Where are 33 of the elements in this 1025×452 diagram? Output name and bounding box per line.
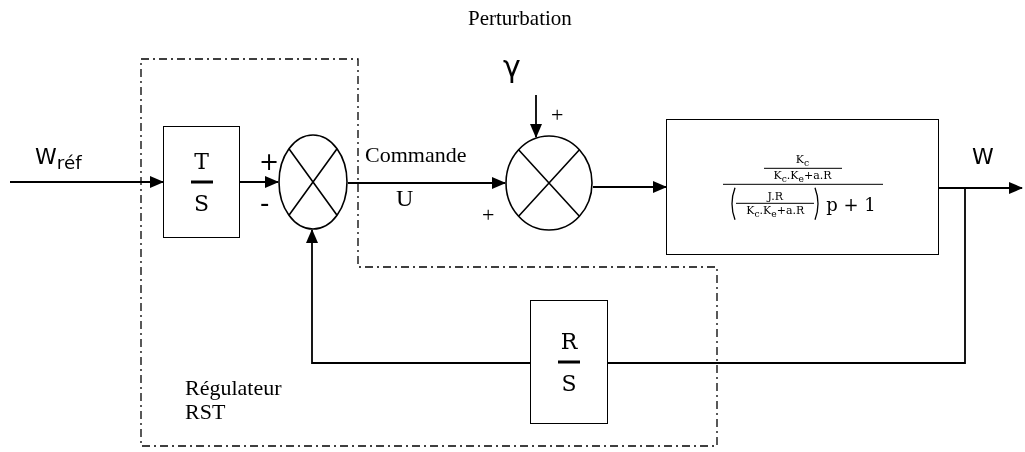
arrow: [592, 181, 667, 193]
arrow: [239, 176, 279, 188]
numerator: K$_{c}$: [794, 152, 811, 168]
denominator: K$_{c}$.K$_{e}$+a.R: [772, 169, 833, 185]
transfer-block: [666, 119, 939, 255]
numerator: J.R: [765, 189, 784, 203]
dash-dot-region: [140, 58, 718, 448]
summing-junction: [278, 134, 348, 230]
denominator-term: p + 1: [826, 193, 876, 215]
sign-label: +: [551, 104, 564, 126]
arrow: [306, 229, 531, 364]
sign-label: +: [482, 204, 495, 226]
line: [607, 187, 966, 364]
sign-label: +: [259, 150, 280, 174]
sign-label: -: [260, 190, 270, 216]
title-label: Perturbation: [468, 8, 572, 29]
numerator: T: [194, 148, 209, 174]
edge-label: γ: [503, 52, 521, 82]
denominator: S: [193, 190, 210, 216]
edge-label: Commande: [365, 144, 467, 166]
edge-label: W$_{réf}$: [35, 146, 82, 173]
transfer-block: [163, 126, 240, 238]
summing-junction: [505, 135, 593, 231]
arrow: [530, 94, 542, 138]
arrow: [347, 177, 506, 189]
arrow: [9, 176, 164, 188]
denominator: S: [561, 370, 577, 396]
denominator: K$_{c}$.K$_{e}$+a.R: [745, 203, 806, 219]
region-label: Régulateur RST: [185, 376, 283, 425]
edge-label: W: [972, 146, 994, 168]
numerator: R: [560, 328, 578, 354]
signal-label: U: [396, 186, 414, 210]
transfer-block: [530, 300, 608, 424]
